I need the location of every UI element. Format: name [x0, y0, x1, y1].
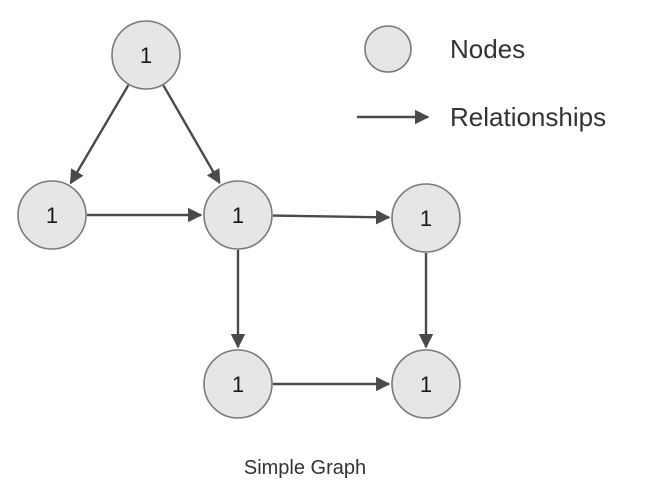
- node-label: 1: [420, 206, 432, 231]
- legend-relationships-label: Relationships: [450, 102, 606, 132]
- legend-nodes-label: Nodes: [450, 34, 525, 64]
- node-bottom-center: 1: [203, 349, 273, 419]
- nodes-layer: 1 1 1 1 1 1: [17, 20, 461, 419]
- edge-n-top-to-n-center: [162, 84, 221, 185]
- node-circle: [391, 349, 461, 419]
- node-label: 1: [140, 43, 152, 68]
- edges-layer: [69, 84, 434, 392]
- node-right: 1: [391, 183, 461, 253]
- legend-node-icon: [364, 25, 412, 73]
- node-circle: [391, 183, 461, 253]
- diagram-caption: Simple Graph: [244, 457, 366, 479]
- node-left: 1: [17, 180, 87, 250]
- node-label: 1: [420, 372, 432, 397]
- node-bottom-right: 1: [391, 349, 461, 419]
- legend: Nodes Relationships: [357, 25, 606, 132]
- node-circle: [17, 180, 87, 250]
- edge-n-center-to-n-right: [272, 209, 391, 225]
- edge-n-top-to-n-left: [69, 84, 130, 185]
- node-circle: [203, 180, 273, 250]
- node-label: 1: [46, 203, 58, 228]
- node-label: 1: [232, 203, 244, 228]
- node-circle: [111, 20, 181, 90]
- node-top: 1: [111, 20, 181, 90]
- node-label: 1: [232, 372, 244, 397]
- node-center: 1: [203, 180, 273, 250]
- node-circle: [203, 349, 273, 419]
